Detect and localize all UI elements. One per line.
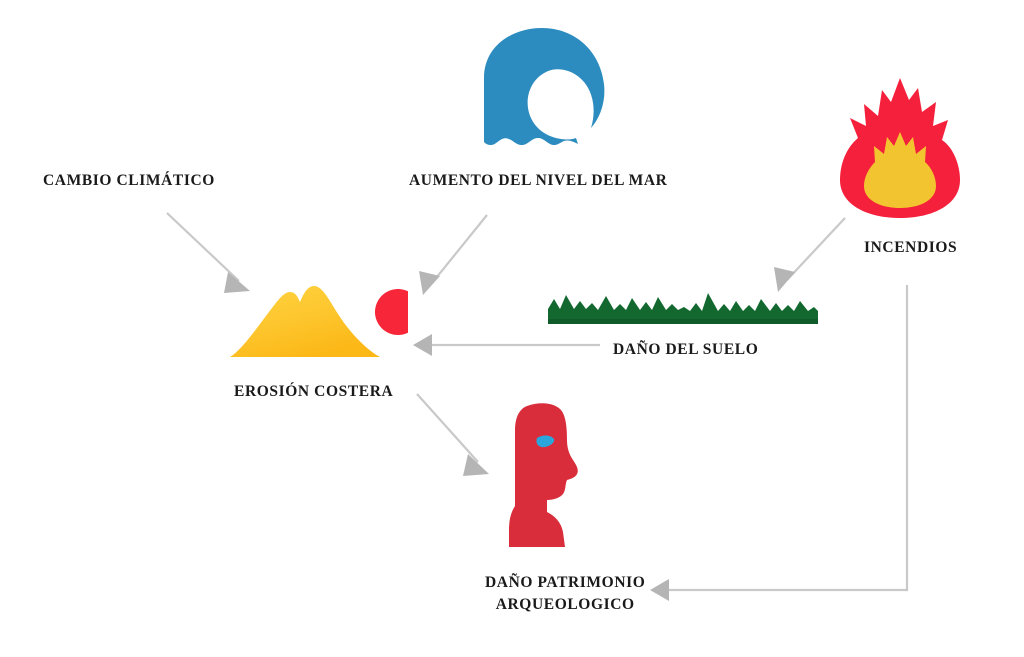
sand-dune-icon bbox=[228, 278, 408, 360]
node-label-cambio-climatico: CAMBIO CLIMÁTICO bbox=[43, 172, 215, 189]
moai-icon bbox=[497, 400, 589, 548]
edge-erosion-to-patrimonio bbox=[416, 393, 489, 476]
fire-icon bbox=[836, 76, 964, 220]
edge-incendios-to-patrimonio bbox=[650, 285, 909, 601]
edge-incendios-to-suelo bbox=[774, 217, 846, 292]
node-label-incendios: INCENDIOS bbox=[864, 239, 958, 256]
node-label-dano-del-suelo: DAÑO DEL SUELO bbox=[613, 341, 759, 358]
edge-suelo-to-erosion bbox=[413, 334, 600, 356]
edge-nivelmar-to-erosion bbox=[419, 214, 488, 295]
node-label-dano-patrimonio-arqueologico: DAÑO PATRIMONIO ARQUEOLOGICO bbox=[485, 574, 646, 614]
node-label-aumento-nivel-mar: AUMENTO DEL NIVEL DEL MAR bbox=[409, 172, 668, 189]
wave-icon bbox=[470, 24, 610, 148]
node-label-erosion-costera: EROSIÓN COSTERA bbox=[234, 383, 394, 400]
forest-icon bbox=[548, 285, 818, 325]
